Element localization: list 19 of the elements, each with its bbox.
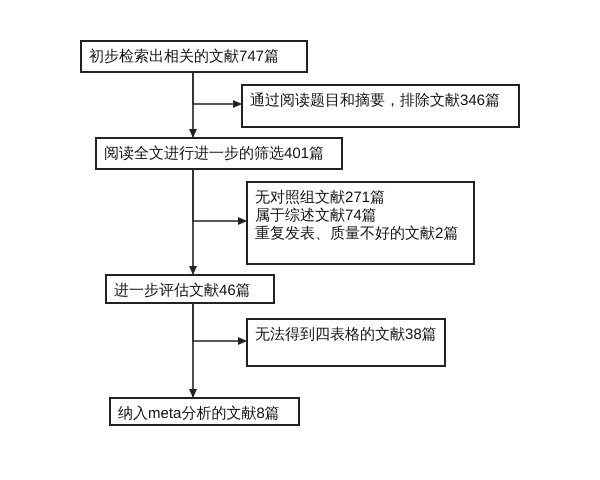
step-text: 通过阅读题目和摘要，排除文献346篇 bbox=[250, 92, 502, 110]
process-box bbox=[246, 318, 446, 367]
process-box bbox=[109, 397, 300, 426]
arrow bbox=[192, 304, 247, 345]
process-box bbox=[246, 181, 475, 265]
step-text: 纳入meta分析的文献8篇 bbox=[118, 405, 281, 423]
step-text: 初步检索出相关的文献747篇 bbox=[89, 48, 280, 66]
step-text: 进一步评估文献46篇 bbox=[114, 282, 252, 300]
process-box bbox=[95, 137, 343, 170]
step-text: 无法得到四表格的文献38篇 bbox=[255, 326, 438, 344]
arrow bbox=[192, 170, 247, 225]
step-text: 重复发表、质量不好的文献2篇 bbox=[255, 225, 460, 243]
step-text: 阅读全文进行进一步的筛选401篇 bbox=[104, 145, 326, 163]
step-text: 属于综述文献74篇 bbox=[255, 207, 378, 225]
process-box bbox=[241, 84, 520, 128]
process-box bbox=[80, 40, 308, 73]
arrow bbox=[192, 73, 242, 108]
process-box bbox=[105, 274, 275, 304]
step-text: 无对照组文献271篇 bbox=[255, 189, 386, 207]
